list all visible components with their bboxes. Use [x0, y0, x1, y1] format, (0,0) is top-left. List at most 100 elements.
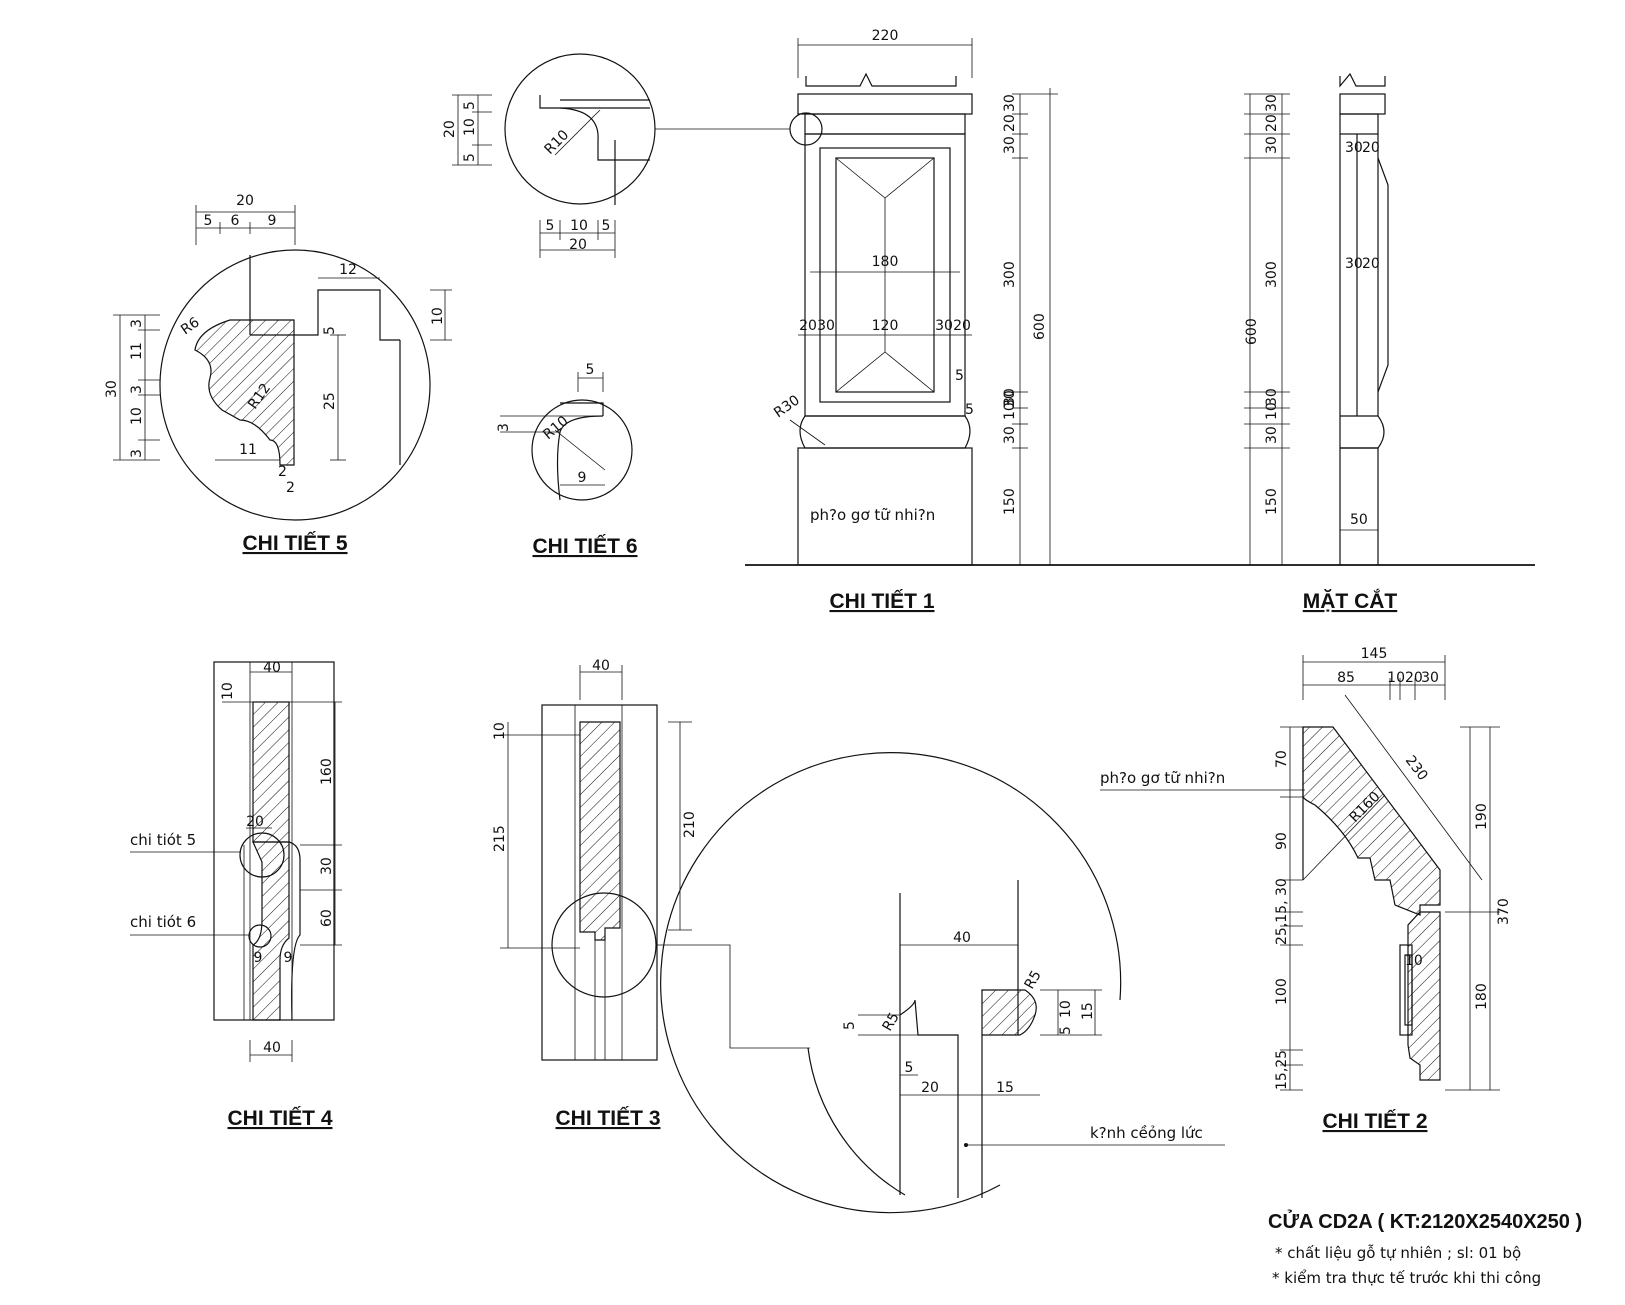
- d5-dim-2a: 2: [278, 464, 287, 480]
- dim-20a: 20: [799, 318, 817, 334]
- dim-v600: 600: [1032, 313, 1048, 340]
- detail-6: 5 3 R10 9 CHI TIẾT 6: [496, 362, 638, 558]
- detail-4: 40 10 20 160 30 60 9 9 40 chi tiót 5: [130, 660, 342, 1130]
- detail-6-enlarged: R10 20 5 10 5 5 10 5 20: [442, 53, 656, 258]
- dim-v30a: 30: [1002, 94, 1018, 112]
- detail-2: 145 85 1020 30 10 230 R160 ph?o gơ tữ nh…: [1100, 646, 1512, 1133]
- dim-120: 120: [872, 318, 899, 334]
- d4-dim-160: 160: [319, 758, 335, 785]
- d5-dim-30: 30: [104, 380, 120, 398]
- dim-30a: 30: [817, 318, 835, 334]
- sec-v30d: 30: [1264, 426, 1280, 444]
- sec-v30c: 30: [1264, 388, 1280, 406]
- dim-v300: 300: [1002, 261, 1018, 288]
- title-block: CỬA CD2A ( KT:2120X2540X250 ) * chất liệ…: [1268, 1209, 1582, 1287]
- d2-dim-70: 70: [1274, 750, 1290, 768]
- dim-5a: 5: [955, 368, 964, 384]
- d6a-dim-h5a: 5: [546, 218, 555, 234]
- wood-label-detail1: ph?o gơ tữ nhi?n: [810, 506, 935, 524]
- d5-dim-R6: R6: [178, 314, 203, 338]
- d5-dim-12: 12: [339, 262, 357, 278]
- d5-dim-3a: 3: [129, 319, 145, 328]
- d6a-dim-h10: 10: [570, 218, 588, 234]
- d6a-dim-R10: R10: [542, 127, 573, 158]
- dim-v30b: 30: [1002, 136, 1018, 154]
- sec-30b: 30: [1345, 256, 1363, 272]
- d3d-dim-5c: 5: [905, 1060, 914, 1076]
- d3-dim-10: 10: [492, 722, 508, 740]
- sec-v150: 150: [1264, 488, 1280, 515]
- title-section: MẶT CẮT: [1303, 589, 1398, 613]
- d2-dim-1525: 15,25: [1274, 1050, 1290, 1090]
- d2-dim-190: 190: [1474, 803, 1490, 830]
- dim-v10: 10: [1002, 402, 1018, 420]
- d6a-dim-h5b: 5: [602, 218, 611, 234]
- door-title: CỬA CD2A ( KT:2120X2540X250 ): [1268, 1209, 1582, 1233]
- d5-dim-v5: 5: [322, 326, 338, 335]
- ref-detail-6: chi tiót 6: [130, 913, 196, 931]
- d3-dim-210: 210: [682, 811, 698, 838]
- title-detail-6: CHI TIẾT 6: [532, 535, 637, 558]
- sec-50: 50: [1350, 512, 1368, 528]
- title-detail-4: CHI TIẾT 4: [227, 1107, 332, 1130]
- d4-dim-10: 10: [220, 682, 236, 700]
- d3d-dim-10: 10: [1058, 1000, 1074, 1018]
- title-detail-3: CHI TIẾT 3: [555, 1107, 660, 1130]
- d3d-dim-20: 20: [921, 1080, 939, 1096]
- wood-label-detail2: ph?o gơ tữ nhi?n: [1100, 769, 1225, 787]
- d5-dim-11b: 11: [239, 442, 257, 458]
- d5-dim-6: 6: [231, 213, 240, 229]
- sec-v300: 300: [1264, 261, 1280, 288]
- sec-v10: 10: [1264, 402, 1280, 420]
- d3d-dim-R5b: R5: [880, 1010, 903, 1034]
- d5-dim-5: 5: [204, 213, 213, 229]
- dim-v150: 150: [1002, 488, 1018, 515]
- note-check: * kiểm tra thực tế trước khi thi công: [1272, 1269, 1541, 1287]
- detail-5: 20 5 6 9 12 10 R6 R12 11 2 2 5 25: [104, 193, 452, 555]
- section-view: 30 20 30 300 30 10 30 150 600 30 20 30 2…: [1244, 72, 1398, 613]
- d3-dim-215: 215: [492, 825, 508, 852]
- d4-dim-30: 30: [319, 857, 335, 875]
- detail-3: 40 10 215 210 CHI TIẾT 3: [492, 658, 810, 1130]
- d2-dim-10: 10: [1405, 953, 1423, 969]
- sec-30a: 30: [1345, 140, 1363, 156]
- note-material: * chất liệu gỗ tự nhiên ; sl: 01 bộ: [1275, 1244, 1521, 1262]
- d6-dim-R10: R10: [540, 413, 571, 443]
- d4-dim-20: 20: [246, 814, 264, 830]
- d2-dim-1020: 1020: [1387, 670, 1423, 686]
- d2-dim-145: 145: [1361, 646, 1388, 662]
- sec-20a: 20: [1362, 140, 1380, 156]
- d6-dim-3: 3: [496, 423, 512, 432]
- title-detail-2: CHI TIẾT 2: [1322, 1110, 1427, 1133]
- d3d-dim-5a: 5: [842, 1021, 858, 1030]
- d6-dim-9: 9: [578, 470, 587, 486]
- d3d-dim-5b: 5: [1058, 1026, 1074, 1035]
- d3d-dim-15a: 15: [1080, 1002, 1096, 1020]
- dim-v30e: 30: [1002, 426, 1018, 444]
- d2-dim-90: 90: [1274, 832, 1290, 850]
- d5-dim-3c: 3: [129, 449, 145, 458]
- d2-dim-230: 230: [1402, 753, 1431, 784]
- dim-v30d: 30: [1002, 390, 1018, 408]
- d3d-dim-R5a: R5: [1022, 968, 1045, 992]
- d2-dim-100: 100: [1274, 978, 1290, 1005]
- d5-dim-v25: 25: [322, 392, 338, 410]
- d4-dim-9a: 9: [254, 950, 263, 966]
- dim-20b: 20: [953, 318, 971, 334]
- dim-5b: 5: [965, 402, 974, 418]
- ref-detail-5: chi tiót 5: [130, 831, 196, 849]
- dim-R30: R30: [771, 392, 803, 421]
- dim-180: 180: [872, 254, 899, 270]
- d2-dim-180: 180: [1474, 983, 1490, 1010]
- title-detail-1: CHI TIẾT 1: [829, 590, 934, 613]
- d6-dim-5: 5: [586, 362, 595, 378]
- d5-dim-20: 20: [236, 193, 254, 209]
- sec-v30b: 30: [1264, 136, 1280, 154]
- d5-dim-9: 9: [268, 213, 277, 229]
- d4-dim-40b: 40: [263, 1040, 281, 1056]
- d6a-dim-5a: 5: [462, 101, 478, 110]
- d3-dim-40: 40: [592, 658, 610, 674]
- d4-dim-60: 60: [319, 909, 335, 927]
- d4-dim-9b: 9: [284, 950, 293, 966]
